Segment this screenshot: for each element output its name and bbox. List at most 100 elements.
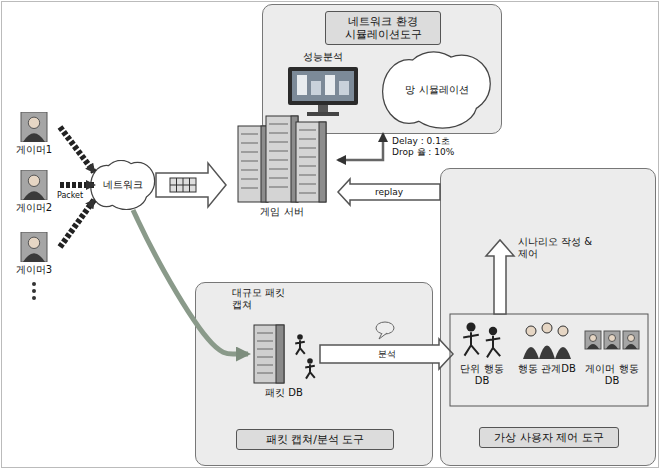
db-icon-part <box>257 349 273 350</box>
gamer-node: 게이머3 <box>8 232 60 278</box>
person-icon <box>8 170 60 200</box>
packet-grid-line <box>170 185 196 186</box>
label-holder: 시나리오 작성 & 제어 <box>518 236 608 260</box>
node-label: 패킷 DB <box>265 387 303 399</box>
edge-label: Delay : 0.1초 Drop 율 : 10% <box>390 136 472 158</box>
group-icon-part <box>523 347 539 359</box>
packet-stream <box>60 182 94 188</box>
person-icon-part <box>23 253 45 262</box>
person-icon-part <box>23 191 45 200</box>
packet-db: 패킷 DB <box>248 323 320 401</box>
group-icon-part <box>542 323 552 333</box>
connector-line <box>338 134 383 160</box>
group-icon-part <box>526 326 536 336</box>
node-label: 행동 관계DB <box>518 363 576 375</box>
db-icon-part <box>257 365 273 366</box>
monitor-icon-part <box>325 75 335 95</box>
bubble-tail <box>379 333 387 339</box>
server-icon-part <box>299 157 316 158</box>
group-icon <box>517 319 577 361</box>
gamers-icon-part <box>590 335 597 342</box>
person-icon <box>8 112 60 142</box>
server-icon-part <box>241 161 258 162</box>
monitor-icon-part <box>339 81 349 95</box>
server-icon-part <box>241 134 258 135</box>
db-group-frame <box>450 314 648 406</box>
fig-icon <box>453 319 511 361</box>
tool-title: 패킷 캡쳐/분석 도구 <box>236 429 394 450</box>
server-icon-part <box>241 170 258 171</box>
server-icon-part <box>269 133 288 134</box>
simulation-tool-panel: 성능분석망 시뮬레이션 네트워크 환경 시뮬레이션도구 <box>262 4 502 134</box>
panel-title-holder: 가상 사용자 제어 도구 <box>479 427 619 448</box>
scenario-label: 시나리오 작성 & 제어 <box>518 236 608 260</box>
db-icon-part <box>297 334 303 340</box>
monitor-icon-part <box>292 71 354 101</box>
packet-grid-line <box>183 178 184 192</box>
server-icon-part <box>299 184 316 185</box>
performance-monitor: 성능분석 <box>273 49 373 117</box>
server-icon-part <box>241 152 258 153</box>
gamer-node: 게이머2 <box>8 170 60 216</box>
server-icon-part <box>299 175 316 176</box>
server-icon-part <box>319 122 326 202</box>
game-server: 게임 서버 <box>226 112 338 220</box>
gamers-icon-part <box>606 344 618 349</box>
label-holder: Packet <box>57 191 83 201</box>
db-icon-part <box>257 357 273 358</box>
block-arrow <box>338 179 440 205</box>
person-icon-part <box>28 117 39 128</box>
monitor-icon-part <box>307 112 339 116</box>
node-label: 성능분석 <box>303 51 343 63</box>
db-icon-part <box>254 325 284 383</box>
virtual-user-panel: 단위 행동 DB행동 관계DB게이머 행동 DB가상 사용자 제어 도구 <box>440 168 656 466</box>
server-icon-part <box>238 126 268 202</box>
server-icon-part <box>269 142 288 143</box>
gamers-icon-part <box>604 331 620 349</box>
speech-bubble <box>376 322 394 339</box>
packet-stream <box>60 127 94 172</box>
server-icon-part <box>269 124 288 125</box>
dot <box>32 282 36 286</box>
gamers-icon-part <box>587 344 599 349</box>
db-icon-part <box>257 373 273 374</box>
server-icon-part <box>269 169 288 170</box>
server-icon-part <box>269 187 288 188</box>
edge-label-holder: replay <box>373 187 405 198</box>
edge-label: 분석 <box>376 349 398 360</box>
simulation-cloud: 망 시뮬레이션 <box>381 51 493 129</box>
person-icon-part <box>23 133 45 142</box>
label-holder: 대규모 패킷 캡쳐 <box>232 287 290 311</box>
monitor-icon-part <box>288 67 358 105</box>
group-icon-part <box>539 346 555 360</box>
node-label: 게이머3 <box>16 264 52 276</box>
person-icon <box>8 232 60 262</box>
person-icon-part <box>21 232 47 262</box>
block-arrow <box>320 339 453 369</box>
dot <box>32 289 36 293</box>
server-icon-part <box>241 179 258 180</box>
cloud-label: 네트워크 <box>103 179 143 191</box>
db-icon-part <box>257 333 273 334</box>
monitor-icon-part <box>311 81 321 95</box>
edge-label-holder: 분석 <box>376 349 398 360</box>
person-icon-part <box>28 237 39 248</box>
node-label: 게이머1 <box>16 144 52 156</box>
fig-icon-part <box>486 336 500 358</box>
scenario-arrow <box>486 240 514 314</box>
server-icon-part <box>299 193 316 194</box>
person-icon-part <box>21 112 47 142</box>
server-icon-part <box>266 116 298 202</box>
capture-arrow <box>133 210 248 354</box>
panel-title-holder: 네트워크 환경 시뮬레이션도구 <box>325 11 441 45</box>
cloud-label: 망 시뮬레이션 <box>405 84 468 96</box>
monitor-icon-part <box>297 75 307 95</box>
person-icon-part <box>28 175 39 186</box>
server-icon-part <box>269 178 288 179</box>
continuation-dots <box>32 282 36 300</box>
monitor-icon-part <box>318 105 328 112</box>
edge-label-holder: Delay : 0.1초 Drop 율 : 10% <box>390 136 472 158</box>
db-icon <box>248 323 320 385</box>
